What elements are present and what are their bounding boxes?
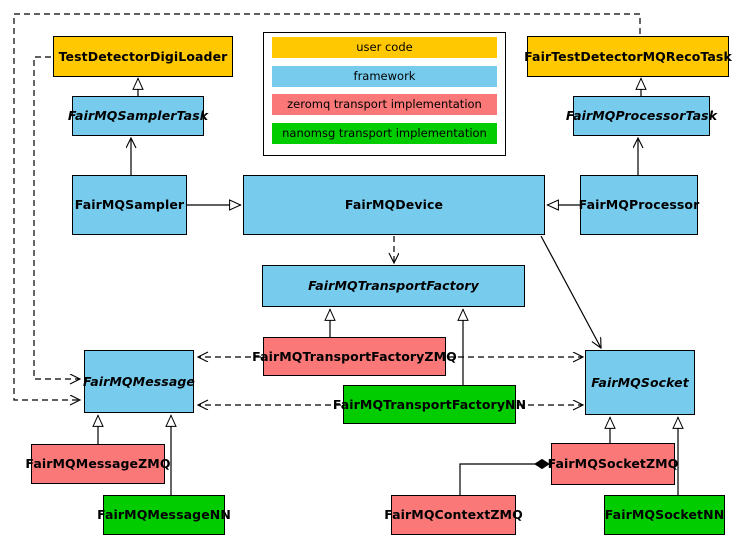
class-node-fairtestdetectormqrecotask[interactable]: FairTestDetectorMQRecoTask [524, 36, 732, 77]
class-label: FairMQTransportFactoryZMQ [252, 348, 457, 364]
legend-item-framework: framework [272, 66, 497, 87]
class-node-fairmqmessagezmq[interactable]: FairMQMessageZMQ [25, 444, 170, 484]
class-node-fairmqprocessor[interactable]: FairMQProcessor [578, 175, 700, 235]
edge-socketzmq-contextzmq [459, 458, 550, 495]
class-label: FairMQSocketNN [604, 507, 725, 523]
class-node-testdetectordigiloader[interactable]: TestDetectorDigiLoader [53, 36, 233, 77]
legend-label-framework: framework [353, 68, 416, 83]
class-label: FairMQTransportFactoryNN [332, 396, 527, 412]
legend-item-user-code: user code [272, 37, 497, 58]
class-label: FairMQTransportFactory [308, 278, 479, 294]
class-label: FairMQSocketZMQ [547, 456, 679, 472]
legend-item-nanomsg: nanomsg transport implementation [272, 123, 497, 144]
class-label: FairMQSampler [74, 197, 185, 213]
class-node-fairmqtransportfactorynn[interactable]: FairMQTransportFactoryNN [333, 385, 526, 424]
class-label: FairMQProcessor [578, 197, 700, 213]
legend-label-nanomsg: nanomsg transport implementation [282, 125, 487, 140]
class-node-fairmqmessage[interactable]: FairMQMessage [83, 350, 196, 413]
legend-label-zeromq: zeromq transport implementation [287, 96, 482, 111]
class-label: FairMQMessageNN [97, 507, 231, 523]
class-label: FairMQDevice [344, 197, 444, 213]
class-label: FairMQMessage [83, 373, 196, 389]
legend-item-zeromq: zeromq transport implementation [272, 94, 497, 115]
class-label: FairMQContextZMQ [384, 507, 523, 523]
class-node-fairmqprocessortask[interactable]: FairMQProcessorTask [566, 96, 717, 136]
class-label: FairMQMessageZMQ [25, 456, 171, 472]
class-node-fairmqdevice[interactable]: FairMQDevice [243, 175, 545, 235]
class-node-fairmqsamplertask[interactable]: FairMQSamplerTask [68, 96, 208, 136]
class-node-fairmqsocketzmq[interactable]: FairMQSocketZMQ [548, 443, 678, 485]
class-node-fairmqmessagenn[interactable]: FairMQMessageNN [97, 495, 231, 535]
class-node-fairmqsampler[interactable]: FairMQSampler [72, 175, 187, 235]
class-node-fairmqtransportfactoryzmq[interactable]: FairMQTransportFactoryZMQ [252, 337, 457, 376]
class-node-fairmqcontextzmq[interactable]: FairMQContextZMQ [384, 495, 523, 535]
class-node-fairmqsocket[interactable]: FairMQSocket [585, 350, 695, 415]
class-label: TestDetectorDigiLoader [58, 48, 228, 64]
class-label: FairTestDetectorMQRecoTask [524, 48, 732, 64]
class-label: FairMQSamplerTask [67, 108, 209, 124]
class-node-fairmqtransportfactory[interactable]: FairMQTransportFactory [262, 265, 525, 307]
class-label: FairMQSocket [591, 374, 689, 390]
class-node-fairmqsocketnn[interactable]: FairMQSocketNN [604, 495, 725, 535]
legend-label-user-code: user code [356, 39, 413, 54]
class-label: FairMQProcessorTask [565, 108, 718, 124]
edge-device-socket [540, 235, 601, 348]
